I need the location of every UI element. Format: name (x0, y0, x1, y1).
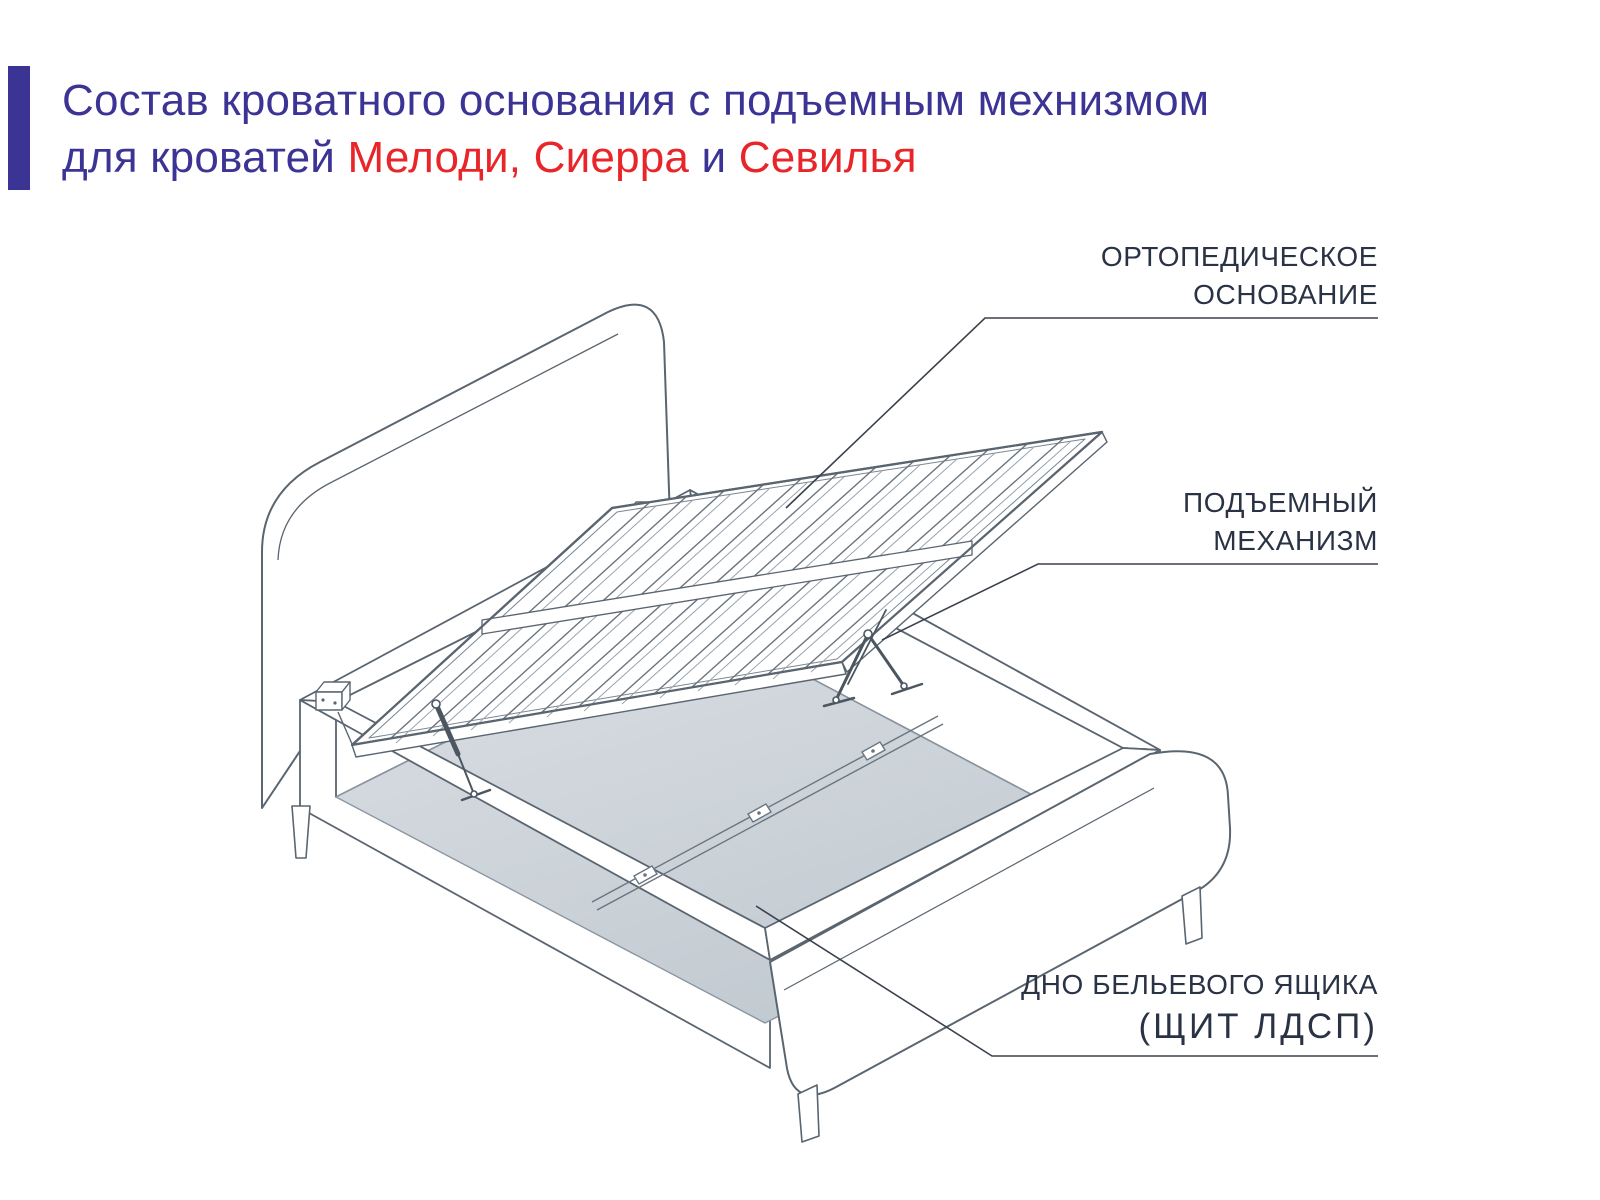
title-model-names-2: Севилья (738, 133, 917, 182)
lift-mechanism-drawing (431, 609, 924, 802)
leader-orthopedic (785, 317, 1378, 509)
footboard-right-leg (1181, 886, 1203, 945)
label-orthopedic-base: ОРТОПЕДИЧЕСКОЕ ОСНОВАНИЕ (1101, 238, 1378, 314)
label-lift-mechanism: ПОДЪЕМНЫЙ МЕХАНИЗМ (1183, 484, 1378, 560)
label-orthopedic-line2: ОСНОВАНИЕ (1193, 279, 1378, 310)
title-accent-bar (8, 66, 30, 190)
label-lift-line1: ПОДЪЕМНЫЙ (1183, 487, 1378, 518)
label-bottom-line1: ДНО БЕЛЬЕВОГО ЯЩИКА (1021, 969, 1378, 1000)
label-bottom-line2: (ЩИТ ЛДСП) (1138, 1007, 1378, 1046)
label-orthopedic-line1: ОРТОПЕДИЧЕСКОЕ (1100, 241, 1378, 272)
floor-mounting-rail (591, 715, 944, 911)
bed-legs (291, 805, 1203, 1143)
page-title: Состав кроватного основания с подъемным … (62, 72, 1209, 186)
leader-lift (881, 563, 1378, 641)
title-line-2: для кроватей Мелоди, Сиерра и Севилья (62, 129, 1209, 186)
headboard-leg (291, 805, 311, 859)
leader-lines (755, 317, 1378, 1057)
center-rail (481, 540, 973, 635)
slatted-base (350, 430, 1108, 758)
title-line2-and: и (689, 133, 739, 182)
label-bottom-panel: ДНО БЕЛЬЕВОГО ЯЩИКА (ЩИТ ЛДСП) (1021, 966, 1378, 1050)
leader-bottom-panel (755, 905, 1378, 1057)
title-line-1: Состав кроватного основания с подъемным … (62, 76, 1210, 125)
footboard-left-leg (797, 1084, 820, 1143)
label-lift-line2: МЕХАНИЗМ (1213, 525, 1378, 556)
title-line2-prefix: для кроватей (62, 133, 348, 182)
title-model-names-1: Мелоди, Сиерра (347, 133, 690, 182)
